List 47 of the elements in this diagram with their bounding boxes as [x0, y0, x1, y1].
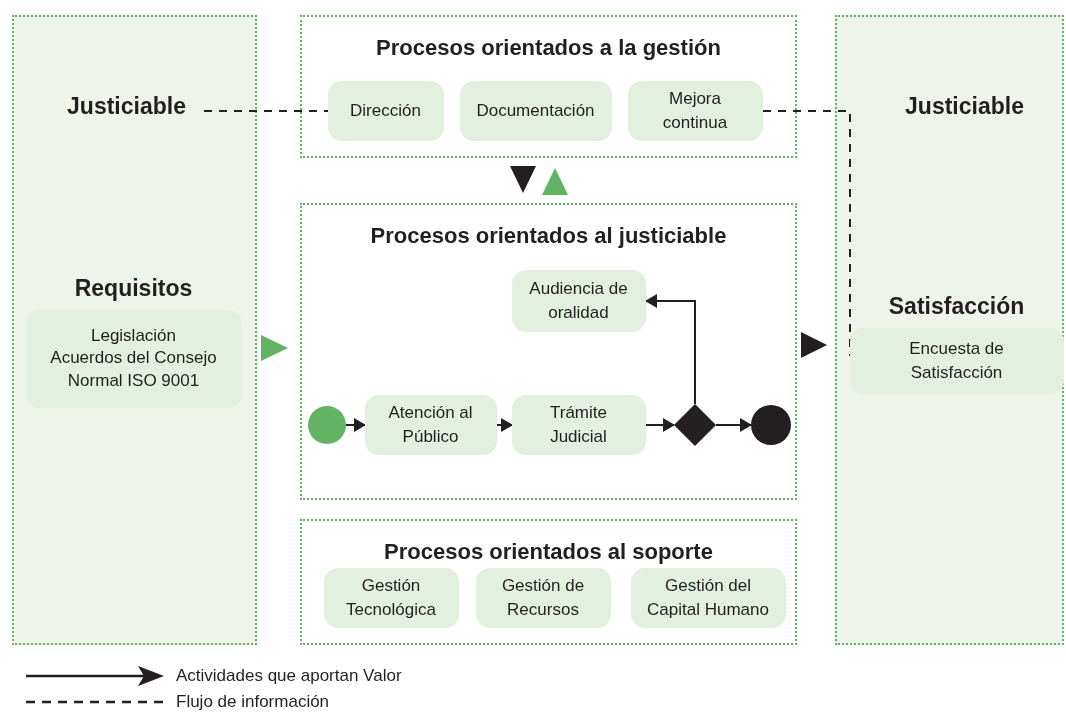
process-label: Audiencia de oralidad	[528, 277, 629, 324]
side-panel	[835, 15, 1064, 645]
legend-label: Actividades que aportan Valor	[176, 666, 402, 686]
process-group-panel	[300, 519, 797, 645]
process-box	[511, 394, 646, 455]
side-panel	[12, 15, 257, 645]
panel-title: Procesos orientados a la gestión	[376, 35, 721, 61]
process-box	[364, 394, 497, 455]
arrow	[645, 418, 675, 432]
flow-chevron	[510, 166, 536, 193]
process-label: Legislación	[89, 325, 178, 348]
process-box	[327, 80, 444, 141]
process-label: Encuesta de Satisfacción	[908, 337, 1005, 384]
process-label: Acuerdos del Consejo	[49, 347, 218, 370]
panel-title: Procesos orientados al justiciable	[370, 223, 727, 249]
process-box	[475, 567, 611, 628]
process-box	[627, 80, 763, 141]
process-label: Gestión de Recursos	[500, 574, 586, 621]
flow-chevron	[801, 332, 827, 358]
process-group-panel	[300, 203, 797, 500]
process-box	[630, 567, 786, 628]
process-label: Gestión Tecnológica	[345, 574, 437, 621]
process-label: Dirección	[349, 99, 422, 122]
process-label: Atención al Público	[387, 401, 474, 448]
process-label: Documentación	[475, 99, 596, 122]
actor-label: Justiciable	[905, 93, 1024, 120]
section-heading: Satisfacción	[887, 292, 1026, 320]
panel-title: Procesos orientados al soporte	[384, 539, 713, 565]
process-box	[459, 80, 612, 141]
process-box	[511, 269, 646, 332]
legend-label: Flujo de información	[176, 692, 330, 712]
process-label: Trámite Judicial	[549, 401, 608, 448]
flow-chevron	[261, 335, 288, 361]
process-box	[323, 567, 459, 628]
arrow	[345, 418, 366, 432]
arrow	[496, 418, 513, 432]
process-label: Normal ISO 9001	[66, 369, 201, 392]
flow-chevron	[542, 168, 568, 195]
process-group-panel	[300, 15, 797, 158]
process-label: Gestión del Capital Humano	[646, 574, 770, 621]
information-flow-line	[203, 110, 329, 112]
information-flow-line	[762, 110, 851, 357]
actor-label: Justiciable	[67, 93, 186, 120]
arrow	[645, 294, 696, 405]
process-label: Mejora continua	[661, 87, 729, 134]
section-heading: Requisitos	[73, 274, 194, 302]
arrow	[715, 418, 752, 432]
